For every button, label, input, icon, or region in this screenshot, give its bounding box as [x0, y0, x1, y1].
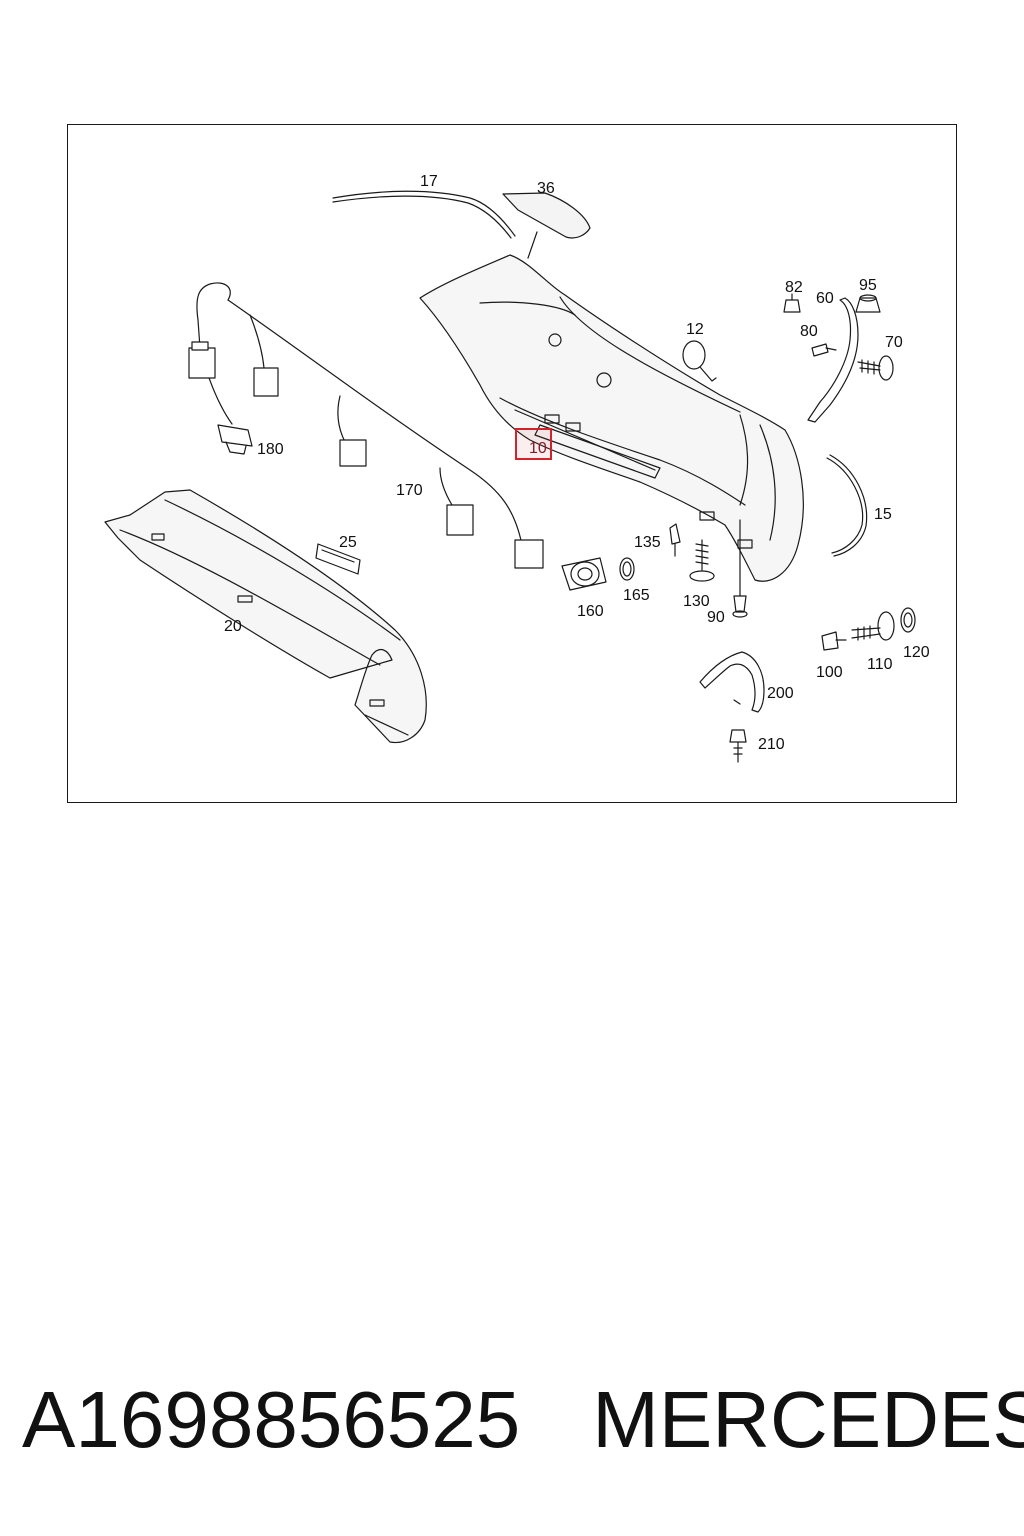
- callout-17: 17: [420, 173, 438, 190]
- part-165-ring: [619, 557, 635, 581]
- part-210-pin: [729, 729, 747, 763]
- part-10-bumper-cover: [419, 254, 804, 582]
- callout-20: 20: [224, 618, 242, 635]
- part-82-nut: [783, 293, 801, 313]
- callout-36: 36: [537, 180, 555, 197]
- part-110-screw: [851, 611, 895, 641]
- part-25-plate: [315, 543, 361, 575]
- callout-180: 180: [257, 441, 284, 458]
- callout-120: 120: [903, 644, 930, 661]
- callout-60: 60: [816, 290, 834, 307]
- callout-100: 100: [816, 664, 843, 681]
- callout-25: 25: [339, 534, 357, 551]
- highlight-box: [515, 428, 552, 460]
- callout-90: 90: [707, 609, 725, 626]
- footer-caption: A1698856525 MERCEDES: [22, 1370, 1024, 1470]
- part-number: A1698856525: [22, 1375, 521, 1464]
- diagram-frame: [67, 124, 957, 803]
- part-100-pin: [821, 631, 847, 651]
- part-60-bracket: [807, 297, 859, 423]
- part-36-cover: [502, 192, 591, 259]
- part-130-screw: [689, 539, 715, 582]
- part-95-nut: [855, 294, 881, 313]
- callout-10: 10: [529, 440, 547, 457]
- part-170-wiring-harness: [188, 282, 544, 569]
- callout-70: 70: [885, 334, 903, 351]
- callout-170: 170: [396, 482, 423, 499]
- callout-165: 165: [623, 587, 650, 604]
- part-20-diffuser: [104, 489, 427, 744]
- part-180-connector: [217, 424, 253, 455]
- callout-15: 15: [874, 506, 892, 523]
- part-17-trim-strip: [332, 190, 516, 239]
- part-200-bracket: [699, 651, 765, 713]
- callout-200: 200: [767, 685, 794, 702]
- brand-name: MERCEDES: [592, 1375, 1024, 1464]
- callout-95: 95: [859, 277, 877, 294]
- callout-135: 135: [634, 534, 661, 551]
- callout-80: 80: [800, 323, 818, 340]
- part-12-cap: [682, 340, 717, 382]
- callout-160: 160: [577, 603, 604, 620]
- callout-210: 210: [758, 736, 785, 753]
- part-90-clip: [732, 519, 748, 618]
- part-80-clip: [811, 343, 837, 357]
- callout-82: 82: [785, 279, 803, 296]
- part-120-ring: [900, 607, 916, 633]
- callout-130: 130: [683, 593, 710, 610]
- callout-110: 110: [867, 656, 893, 673]
- part-15-moulding: [826, 454, 868, 557]
- callout-12: 12: [686, 321, 704, 338]
- part-135-clip: [669, 523, 681, 557]
- part-70-screw: [857, 355, 894, 381]
- callout-labels: 17 36 82 95 60 80 70 12 180 10 170 15 13…: [224, 173, 930, 753]
- part-160-sensor: [561, 557, 607, 591]
